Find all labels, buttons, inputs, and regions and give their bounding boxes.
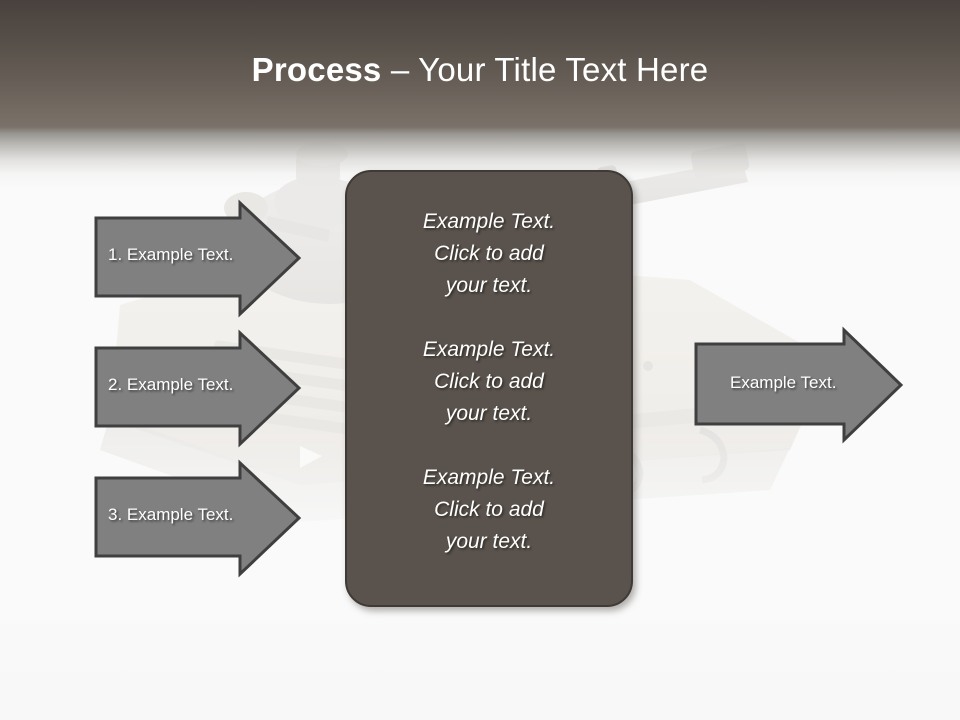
arrow-output[interactable]: Example Text. (694, 326, 906, 446)
arrow-step-3[interactable]: 3. Example Text. (94, 456, 304, 581)
panel-text-block-3[interactable]: Example Text. Click to add your text. (422, 466, 556, 553)
page-title-rest: – Your Title Text Here (381, 51, 709, 88)
center-content-panel[interactable]: Example Text. Click to add your text. Ex… (345, 170, 633, 607)
arrow-step-2[interactable]: 2. Example Text. (94, 326, 304, 451)
page-title: Process – Your Title Text Here (0, 50, 960, 90)
panel-text-block-1[interactable]: Example Text. Click to add your text. (422, 210, 556, 297)
page-title-bold: Process (251, 51, 382, 88)
panel-text-block-2[interactable]: Example Text. Click to add your text. (422, 338, 556, 425)
arrow-step-1[interactable]: 1. Example Text. (94, 196, 304, 321)
